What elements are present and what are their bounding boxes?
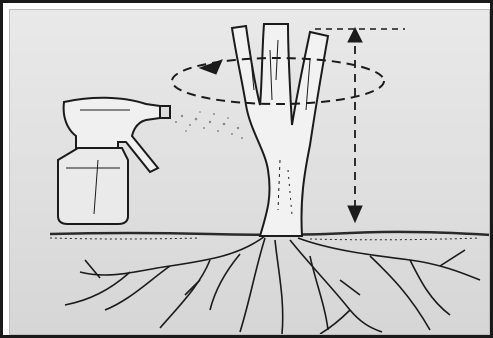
roots-icon [65, 236, 480, 334]
tree-icon [232, 24, 328, 236]
height-arrow-icon [315, 28, 405, 222]
illustration [10, 10, 490, 335]
spray-bottle-icon [58, 98, 170, 224]
figure-panel [9, 9, 490, 335]
spray-mist [167, 111, 243, 139]
